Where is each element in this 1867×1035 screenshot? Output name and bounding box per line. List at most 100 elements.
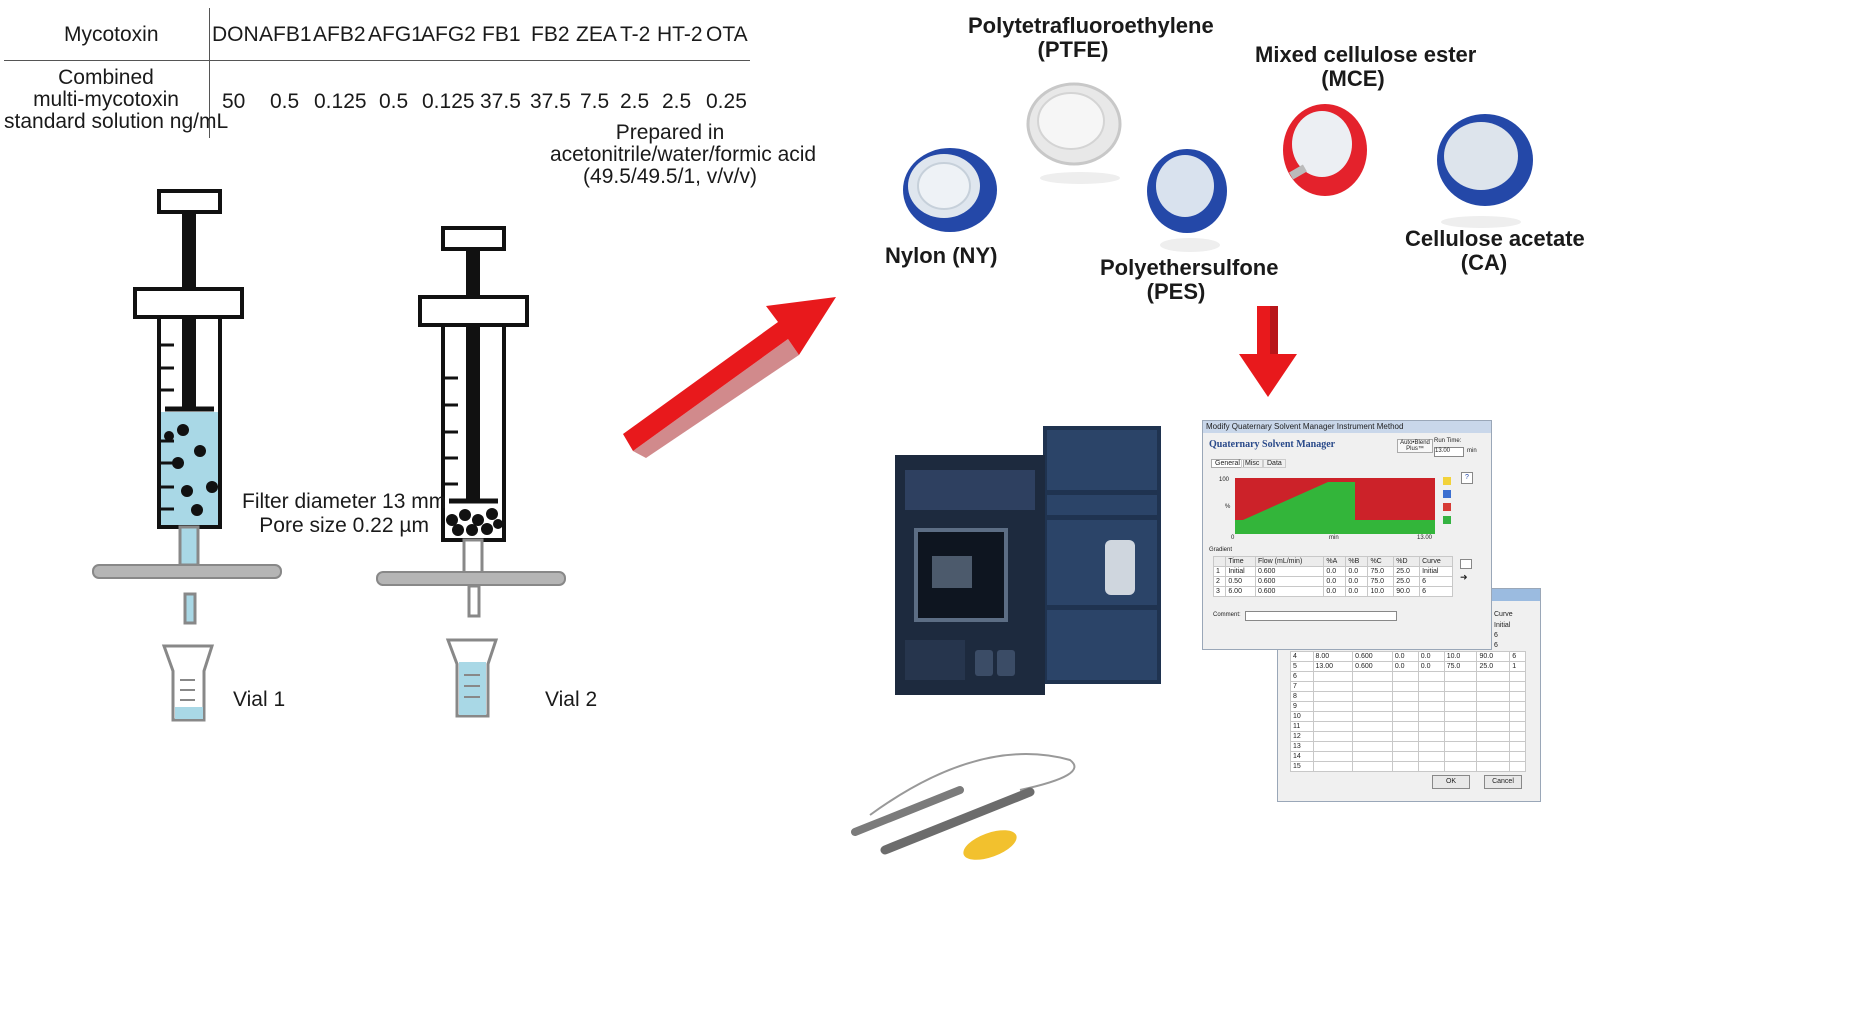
- grid-cell[interactable]: [1509, 721, 1526, 732]
- grid-cell[interactable]: [1417, 721, 1445, 732]
- grid-cell[interactable]: [1443, 721, 1478, 732]
- grid-cell[interactable]: [1391, 711, 1419, 722]
- grid-cell[interactable]: [1391, 681, 1419, 692]
- grid-cell[interactable]: 13: [1290, 741, 1314, 752]
- grid-cell[interactable]: [1352, 731, 1393, 742]
- grid-cell[interactable]: 8: [1290, 691, 1314, 702]
- table-row[interactable]: 6: [1290, 671, 1526, 682]
- grid-cell[interactable]: [1312, 671, 1354, 682]
- grid-cell[interactable]: 25.0: [1393, 576, 1421, 587]
- grid-cell[interactable]: 25.0: [1393, 566, 1421, 577]
- grid-cell[interactable]: 10: [1290, 711, 1314, 722]
- grid-cell[interactable]: [1443, 751, 1478, 762]
- comment-input[interactable]: [1245, 611, 1397, 621]
- grid-cell[interactable]: 14: [1290, 751, 1314, 762]
- grid-cell[interactable]: [1352, 741, 1393, 752]
- grid-cell[interactable]: 0.0: [1391, 661, 1419, 672]
- grid-cell[interactable]: [1509, 701, 1526, 712]
- grid-cell[interactable]: [1443, 671, 1478, 682]
- grid-cell[interactable]: [1417, 701, 1445, 712]
- grid-cell[interactable]: [1312, 731, 1354, 742]
- grid-cell[interactable]: [1391, 751, 1419, 762]
- grid-cell[interactable]: 6: [1419, 586, 1453, 597]
- grid-cell[interactable]: [1509, 711, 1526, 722]
- table-row[interactable]: 11: [1290, 721, 1526, 732]
- grid-cell[interactable]: [1443, 681, 1478, 692]
- arrow-right-icon[interactable]: ➜: [1460, 572, 1468, 582]
- grid-cell[interactable]: [1391, 671, 1419, 682]
- grid-cell[interactable]: [1312, 751, 1354, 762]
- grid-cell[interactable]: 0.0: [1323, 566, 1347, 577]
- grid-cell[interactable]: 75.0: [1367, 566, 1395, 577]
- grid-cell[interactable]: [1509, 761, 1526, 772]
- add-row-icon[interactable]: [1460, 559, 1472, 569]
- grid-cell[interactable]: 10.0: [1443, 651, 1478, 662]
- grid-cell[interactable]: [1417, 671, 1445, 682]
- grid-cell[interactable]: [1391, 761, 1419, 772]
- grid-cell[interactable]: 0.600: [1254, 576, 1325, 587]
- grid-cell[interactable]: [1443, 731, 1478, 742]
- grid-cell[interactable]: 25.0: [1476, 661, 1511, 672]
- grid-cell[interactable]: [1312, 701, 1354, 712]
- grid-cell[interactable]: [1417, 711, 1445, 722]
- grid-cell[interactable]: [1417, 761, 1445, 772]
- grid-cell[interactable]: 7: [1290, 681, 1314, 692]
- grid-cell[interactable]: [1352, 701, 1393, 712]
- grid-cell[interactable]: [1352, 711, 1393, 722]
- back-cancel-button[interactable]: Cancel: [1484, 775, 1522, 789]
- grid-cell[interactable]: 6.00: [1225, 586, 1256, 597]
- tab-misc[interactable]: Misc: [1241, 459, 1264, 468]
- grid-cell[interactable]: [1417, 681, 1445, 692]
- grid-cell[interactable]: [1443, 761, 1478, 772]
- grid-cell[interactable]: [1476, 671, 1511, 682]
- grid-cell[interactable]: [1476, 681, 1511, 692]
- grid-cell[interactable]: 0.0: [1345, 576, 1369, 587]
- tab-general[interactable]: General: [1211, 459, 1244, 468]
- grid-cell[interactable]: [1391, 701, 1419, 712]
- grid-cell[interactable]: [1312, 691, 1354, 702]
- grid-cell[interactable]: [1509, 691, 1526, 702]
- grid-cell[interactable]: 75.0: [1443, 661, 1478, 672]
- grid-cell[interactable]: 0.0: [1417, 651, 1445, 662]
- grid-cell[interactable]: 6: [1509, 651, 1526, 662]
- grid-cell[interactable]: [1391, 731, 1419, 742]
- grid-cell[interactable]: 0.0: [1391, 651, 1419, 662]
- grid-cell[interactable]: 2: [1212, 576, 1227, 587]
- solvent-c-icon[interactable]: [1443, 503, 1451, 511]
- grid-cell[interactable]: 13.00: [1312, 661, 1354, 672]
- grid-cell[interactable]: 0.0: [1323, 576, 1347, 587]
- grid-cell[interactable]: [1417, 691, 1445, 702]
- grid-cell[interactable]: [1476, 711, 1511, 722]
- grid-cell[interactable]: [1476, 721, 1511, 732]
- grid-cell[interactable]: 6: [1419, 576, 1453, 587]
- grid-cell[interactable]: Initial: [1419, 566, 1453, 577]
- grid-cell[interactable]: 4: [1290, 651, 1314, 662]
- solvent-b-icon[interactable]: [1443, 490, 1451, 498]
- grid-cell[interactable]: [1391, 721, 1419, 732]
- grid-cell[interactable]: [1391, 741, 1419, 752]
- grid-cell[interactable]: 5: [1290, 661, 1314, 672]
- grid-cell[interactable]: 90.0: [1393, 586, 1421, 597]
- grid-cell[interactable]: 0.50: [1225, 576, 1256, 587]
- grid-cell[interactable]: [1391, 691, 1419, 702]
- grid-cell[interactable]: 1: [1212, 566, 1227, 577]
- grid-cell[interactable]: [1352, 671, 1393, 682]
- grid-cell[interactable]: 9: [1290, 701, 1314, 712]
- grid-cell[interactable]: Initial: [1225, 566, 1256, 577]
- grid-cell[interactable]: [1352, 751, 1393, 762]
- grid-cell[interactable]: 0.600: [1352, 651, 1393, 662]
- grid-cell[interactable]: 0.0: [1323, 586, 1347, 597]
- grid-cell[interactable]: [1476, 741, 1511, 752]
- grid-cell[interactable]: [1476, 731, 1511, 742]
- solvent-d-icon[interactable]: [1443, 516, 1451, 524]
- grid-cell[interactable]: 0.600: [1254, 566, 1325, 577]
- table-row[interactable]: 15: [1290, 761, 1526, 772]
- grid-cell[interactable]: [1509, 671, 1526, 682]
- table-row[interactable]: 10: [1290, 711, 1526, 722]
- table-row[interactable]: 9: [1290, 701, 1526, 712]
